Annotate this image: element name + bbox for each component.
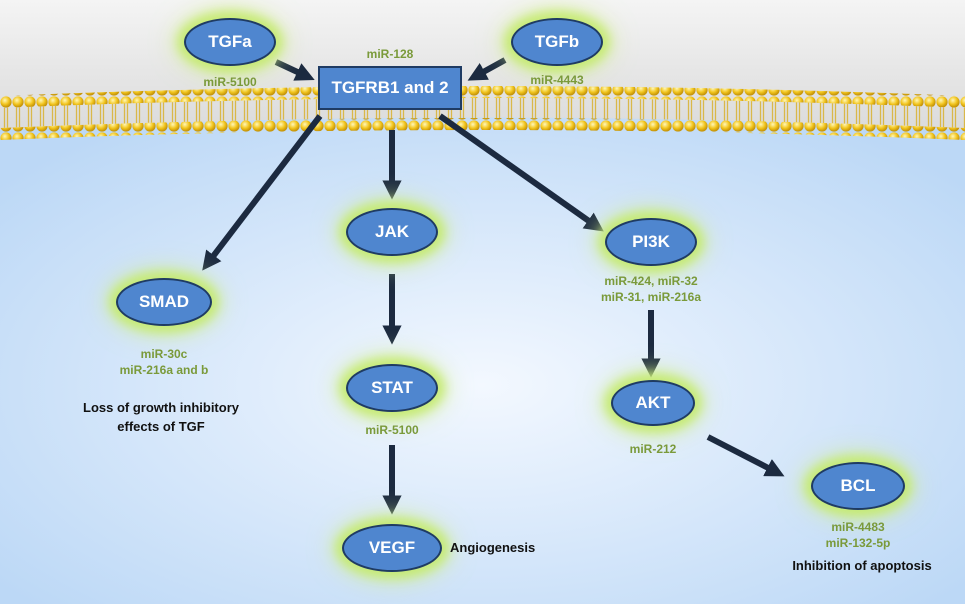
- bcl-node: BCL: [811, 462, 905, 510]
- vegf-node: VEGF: [342, 524, 442, 572]
- akt-node: AKT: [611, 380, 695, 426]
- mirna-akt: miR-212: [608, 441, 698, 457]
- mirna-tgfb: miR-4443: [512, 72, 602, 88]
- arrow-akt-to-bcl: [706, 434, 785, 477]
- effect-bcl: Inhibition of apoptosis: [792, 558, 932, 573]
- mirna-label: miR-30c: [140, 347, 188, 361]
- mirna-label: miR-31, miR-216a: [600, 290, 702, 304]
- mirna-pi3k: miR-424, miR-32 miR-31, miR-216a: [581, 273, 721, 305]
- mirna-label: miR-5100: [365, 423, 419, 437]
- arrow-receptor-to-pi3k: [438, 113, 604, 232]
- stat-node: STAT: [346, 364, 438, 412]
- mirna-label: miR-212: [629, 442, 677, 456]
- effect-line: Loss of growth inhibitory: [83, 400, 239, 415]
- mirna-bcl: miR-4483 miR-132-5p: [808, 519, 908, 551]
- mirna-receptor: miR-128: [345, 46, 435, 62]
- tgfa-node: TGFa: [184, 18, 276, 66]
- effect-line: effects of TGF: [117, 419, 205, 434]
- mirna-label: miR-216a and b: [119, 363, 209, 377]
- arrow-tgfb-to-receptor: [467, 57, 507, 81]
- receptor-node: TGFRB1 and 2: [318, 66, 462, 110]
- arrow-tgfa-to-receptor: [274, 59, 315, 81]
- mirna-label: miR-424, miR-32: [604, 274, 698, 288]
- effect-vegf: Angiogenesis: [450, 540, 536, 555]
- mirna-tgfa: miR-5100: [185, 74, 275, 90]
- mirna-label: miR-128: [366, 47, 414, 61]
- smad-node: SMAD: [116, 278, 212, 326]
- tgfb-node: TGFb: [511, 18, 603, 66]
- cell-membrane: [0, 86, 965, 140]
- mirna-stat: miR-5100: [347, 422, 437, 438]
- mirna-label: miR-4483: [831, 520, 885, 534]
- mirna-smad: miR-30c miR-216a and b: [104, 346, 224, 378]
- jak-node: JAK: [346, 208, 438, 256]
- mirna-label: miR-132-5p: [825, 536, 891, 550]
- effect-smad: Loss of growth inhibitory effects of TGF: [56, 398, 266, 436]
- arrow-receptor-to-smad: [202, 114, 323, 271]
- mirna-label: miR-5100: [203, 75, 257, 89]
- mirna-label: miR-4443: [530, 73, 584, 87]
- pi3k-node: PI3K: [605, 218, 697, 266]
